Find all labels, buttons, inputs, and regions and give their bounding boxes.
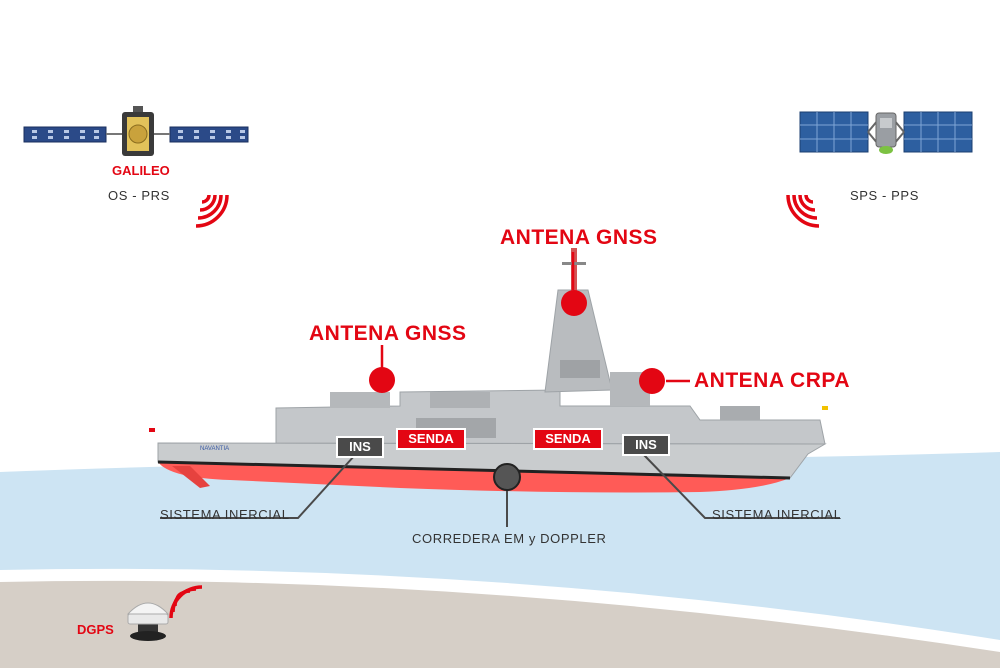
senda-right-tag: SENDA (533, 428, 603, 450)
signal-waves-icon (195, 194, 229, 228)
antenna-crpa-marker (639, 368, 665, 394)
ins-right-tag: INS (622, 434, 670, 456)
land-area (0, 580, 1000, 668)
log-label: CORREDERA EM y DOPPLER (412, 531, 607, 546)
signal-waves-icon (169, 585, 203, 619)
dgps-station-icon (126, 602, 170, 641)
ins-left-tag: INS (336, 436, 384, 458)
antenna-gnss-mast-label: ANTENA GNSS (500, 226, 658, 249)
log-sensor-marker (493, 463, 521, 491)
galileo-service: OS - PRS (108, 188, 170, 203)
leader-lines (160, 454, 840, 527)
antenna-crpa-label: ANTENA CRPA (694, 369, 850, 392)
inertial-system-right-label: SISTEMA INERCIAL (712, 507, 842, 522)
satellite-galileo-icon (23, 106, 249, 156)
antenna-gnss-fore-label: ANTENA GNSS (309, 322, 467, 345)
inertial-system-left-label: SISTEMA INERCIAL (160, 507, 290, 522)
galileo-name: GALILEO (112, 163, 170, 178)
senda-left-tag: SENDA (396, 428, 466, 450)
hull-name-text: NAVANTIA (200, 446, 229, 452)
gps-service: SPS - PPS (850, 188, 919, 203)
antenna-gnss-fore-marker (369, 367, 395, 393)
antenna-gnss-mast-marker (561, 290, 587, 316)
signal-waves-icon (786, 194, 820, 228)
dgps-label: DGPS (77, 622, 114, 637)
satellite-gps-icon (799, 111, 973, 154)
antenna-leaders (380, 252, 690, 383)
